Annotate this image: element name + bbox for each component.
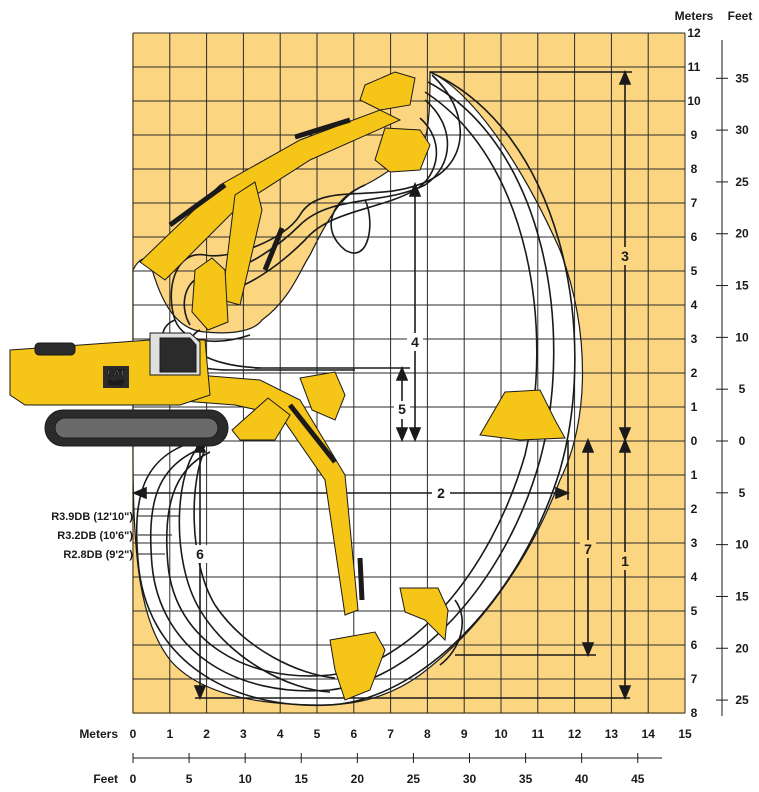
- y-meters-tick-label: 5: [691, 604, 698, 618]
- y-meters-tick-label: 2: [691, 366, 698, 380]
- x-meters-tick-label: 9: [461, 727, 468, 741]
- machine-brand: CAT: [107, 368, 125, 378]
- stick-labels: R3.9DB (12'10") R3.2DB (10'6") R2.8DB (9…: [51, 511, 180, 561]
- x-feet-tick-label: 10: [238, 772, 252, 786]
- y-meters-tick-label: 6: [691, 230, 698, 244]
- x-meters-tick-label: 8: [424, 727, 431, 741]
- x-feet-tick-label: 15: [295, 772, 309, 786]
- y-feet-tick-label: 20: [735, 641, 749, 655]
- dimension-4-label: 4: [411, 334, 419, 350]
- x-meters-tick-label: 2: [203, 727, 210, 741]
- bucket-upper-arc: [330, 184, 371, 254]
- x-feet-tick-label: 0: [130, 772, 137, 786]
- x-meters-tick-label: 14: [642, 727, 656, 741]
- x-meters-tick-label: 15: [678, 727, 692, 741]
- y-feet-tick-label: 25: [735, 175, 749, 189]
- machine-badge: [103, 366, 129, 388]
- y-meters-tick-label: 10: [687, 94, 701, 108]
- stick-label-r28: R2.8DB (9'2"): [63, 549, 133, 561]
- meters-unit-label-bottom: Meters: [79, 727, 118, 741]
- y-meters-tick-label: 11: [688, 60, 701, 74]
- x-meters-tick-label: 0: [130, 727, 137, 741]
- x-meters-tick-label: 13: [605, 727, 619, 741]
- x-meters-tick-label: 3: [240, 727, 247, 741]
- y-feet-tick-label: 30: [735, 123, 749, 137]
- y-meters-tick-label: 3: [691, 536, 698, 550]
- machine-model: 340F: [108, 380, 125, 387]
- dimension-labels: 1 2 3 4 5 6 7: [192, 247, 633, 570]
- x-meters-tick-label: 10: [494, 727, 508, 741]
- y-feet-tick-label: 0: [739, 434, 746, 448]
- x-feet-tick-label: 45: [631, 772, 645, 786]
- y-feet-tick-label: 15: [735, 279, 749, 293]
- dimension-1-label: 1: [621, 553, 629, 569]
- dimension-2-label: 2: [437, 485, 445, 501]
- y-meters-tick-label: 5: [691, 264, 698, 278]
- stick-label-r32: R3.2DB (10'6"): [57, 530, 133, 542]
- upper-curve-3: [219, 117, 438, 293]
- y-feet-tick-label: 15: [735, 589, 749, 603]
- feet-unit-label-bottom: Feet: [93, 772, 118, 786]
- x-feet-tick-label: 30: [463, 772, 477, 786]
- x-meters-tick-label: 7: [387, 727, 394, 741]
- dimension-3-label: 3: [621, 248, 629, 264]
- x-feet-tick-label: 35: [519, 772, 533, 786]
- y-meters-tick-label: 8: [691, 162, 698, 176]
- y-feet-tick-label: 10: [735, 330, 749, 344]
- x-meters-tick-label: 6: [350, 727, 357, 741]
- y-meters-tick-label: 4: [691, 570, 698, 584]
- x-meters-tick-label: 1: [166, 727, 173, 741]
- y-feet-tick-label: 5: [739, 382, 746, 396]
- y-feet-tick-label: 10: [735, 538, 749, 552]
- excavator-body: CAT 340F: [9, 332, 229, 447]
- y-meters-tick-label: 1: [691, 400, 698, 414]
- y-meters-tick-label: 3: [691, 332, 698, 346]
- envelope-curve-r28: [165, 91, 538, 677]
- x-meters-tick-label: 12: [568, 727, 582, 741]
- x-meters-tick-label: 5: [314, 727, 321, 741]
- y-meters-tick-label: 9: [691, 128, 698, 142]
- feet-unit-label-top: Feet: [728, 9, 753, 23]
- meters-unit-label-top: Meters: [675, 9, 714, 23]
- y-meters-tick-label: 8: [691, 706, 698, 720]
- y-meters-tick-label: 6: [691, 638, 698, 652]
- y-meters-tick-label: 2: [691, 502, 698, 516]
- x-feet-tick-label: 20: [351, 772, 365, 786]
- y-meters-tick-label: 4: [691, 298, 698, 312]
- y-meters-tick-label: 0: [691, 434, 698, 448]
- y-feet-tick-label: 20: [735, 227, 749, 241]
- stick-label-r39: R3.9DB (12'10"): [51, 511, 133, 523]
- y-feet-tick-label: 25: [735, 693, 749, 707]
- lower-arc-3: [439, 599, 463, 666]
- boom-raised: [139, 71, 431, 331]
- y-meters-tick-label: 7: [691, 672, 698, 686]
- y-meters-tick-label: 12: [687, 26, 701, 40]
- dimension-5-label: 5: [398, 401, 406, 417]
- envelope-curve-r39: [135, 71, 576, 707]
- boom-lowered: [159, 371, 566, 701]
- x-feet-tick-label: 5: [186, 772, 193, 786]
- dimension-7-label: 7: [584, 541, 592, 557]
- x-meters-tick-label: 11: [531, 727, 544, 741]
- x-feet-tick-label: 25: [407, 772, 421, 786]
- y-meters-tick-label: 1: [691, 468, 698, 482]
- x-meters-tick-label: 4: [277, 727, 284, 741]
- dimension-6-label: 6: [196, 546, 204, 562]
- y-feet-tick-label: 5: [739, 486, 746, 500]
- y-meters-tick-label: 7: [691, 196, 698, 210]
- y-feet-tick-label: 35: [735, 71, 749, 85]
- lower-arc-2: [193, 449, 336, 679]
- x-feet-tick-label: 40: [575, 772, 589, 786]
